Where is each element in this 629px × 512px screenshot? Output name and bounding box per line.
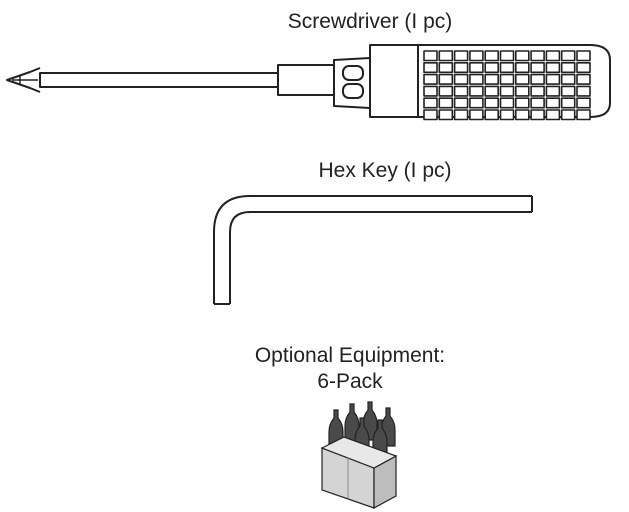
grip-cell <box>453 85 469 97</box>
grip-cell <box>438 50 454 62</box>
grip-cell <box>469 50 484 62</box>
grip-cell <box>514 109 530 121</box>
grip-cell <box>484 61 500 74</box>
grip-cell <box>453 73 469 85</box>
grip-cell <box>438 61 454 74</box>
grip-cell <box>560 85 576 97</box>
grip-cell <box>423 109 438 121</box>
grip-cell <box>499 109 515 121</box>
grip-cell <box>438 85 454 97</box>
grip-cell <box>423 85 438 97</box>
grip-cell <box>514 50 530 62</box>
grip-cell <box>499 85 515 97</box>
six-pack-icon <box>320 401 398 510</box>
grip-cell <box>453 97 469 109</box>
grip-cell <box>469 61 484 74</box>
grip-cell <box>530 109 545 121</box>
six-pack-label: 6-Pack <box>317 370 383 393</box>
grip-cell <box>499 61 515 74</box>
grip-cell <box>576 61 591 74</box>
grip-cell <box>545 50 561 62</box>
grip-cell <box>545 109 561 121</box>
grip-cell <box>560 109 576 121</box>
grip-cell <box>453 109 469 121</box>
grip-cell <box>499 50 515 62</box>
grip-cell <box>530 97 545 109</box>
grip-cell <box>423 97 438 109</box>
grip-cell <box>530 73 545 85</box>
grip-cell <box>484 97 500 109</box>
screwdriver-icon <box>6 44 611 121</box>
grip-cell <box>576 73 591 85</box>
grip-cell <box>469 109 484 121</box>
grip-cell <box>530 61 545 74</box>
grip-cell <box>453 61 469 74</box>
screwdriver-grip <box>423 50 591 121</box>
grip-cell <box>545 73 561 85</box>
grip-cell <box>545 61 561 74</box>
grip-cell <box>469 97 484 109</box>
optional-equipment-heading: Optional Equipment: <box>254 344 446 367</box>
grip-cell <box>453 50 469 62</box>
hex-key-label: Hex Key (I pc) <box>318 159 452 182</box>
grip-cell <box>484 109 500 121</box>
grip-cell <box>560 50 576 62</box>
grip-cell <box>514 85 530 97</box>
hex-key-icon <box>213 195 533 305</box>
grip-cell <box>545 85 561 97</box>
grip-cell <box>576 50 591 62</box>
grip-cell <box>530 85 545 97</box>
grip-cell <box>469 73 484 85</box>
grip-cell <box>423 61 438 74</box>
grip-cell <box>560 61 576 74</box>
grip-cell <box>423 73 438 85</box>
grip-cell <box>484 50 500 62</box>
grip-cell <box>514 61 530 74</box>
grip-cell <box>438 73 454 85</box>
grip-cell <box>499 97 515 109</box>
grip-cell <box>484 85 500 97</box>
grip-cell <box>499 73 515 85</box>
grip-cell <box>560 73 576 85</box>
grip-cell <box>576 109 591 121</box>
grip-cell <box>576 97 591 109</box>
grip-cell <box>576 85 591 97</box>
grip-cell <box>545 97 561 109</box>
grip-cell <box>423 50 438 62</box>
grip-cell <box>484 73 500 85</box>
screwdriver-label: Screwdriver (I pc) <box>287 10 453 33</box>
grip-cell <box>560 97 576 109</box>
grip-cell <box>514 73 530 85</box>
grip-cell <box>469 85 484 97</box>
grip-cell <box>514 97 530 109</box>
grip-cell <box>438 109 454 121</box>
grip-cell <box>438 97 454 109</box>
grip-cell <box>530 50 545 62</box>
